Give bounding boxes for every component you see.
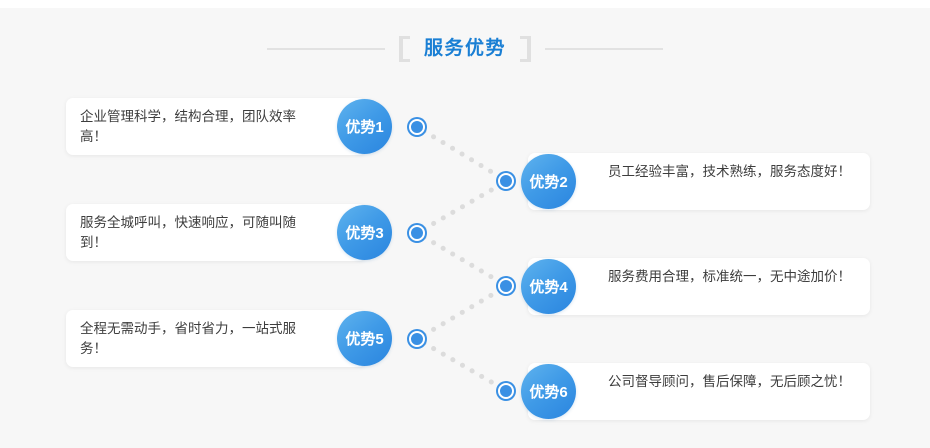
top-white-strip (0, 0, 930, 8)
advantage-badge-2[interactable]: 优势2 (521, 154, 576, 209)
bracket-left-icon (398, 36, 410, 62)
connector-3-4 (421, 234, 503, 285)
advantage-text-4: 服务费用合理，标准统一，无中途加价！ (608, 269, 851, 284)
node-marker-5[interactable] (409, 331, 425, 347)
section-title: 服务优势 (0, 34, 930, 64)
title-rule-left (266, 48, 385, 50)
node-marker-2[interactable] (498, 173, 514, 189)
title-rule-right (545, 48, 663, 50)
advantage-badge-6[interactable]: 优势6 (521, 364, 576, 419)
page-title: 服务优势 (423, 38, 506, 59)
advantage-card-6[interactable]: 公司督导顾问，售后保障，无后顾之忧！ (528, 363, 870, 420)
advantage-badge-5[interactable]: 优势5 (337, 311, 392, 366)
connector-1-2 (421, 128, 503, 180)
connector-5-6 (421, 340, 503, 390)
advantage-card-3[interactable]: 服务全城呼叫，快速响应，可随叫随到！ (66, 204, 366, 261)
advantage-text-3: 服务全城呼叫，快速响应，可随叫随到！ (80, 215, 296, 250)
advantage-text-2: 员工经验丰富，技术熟练，服务态度好！ (608, 164, 851, 179)
node-marker-3[interactable] (409, 225, 425, 241)
advantage-badge-1[interactable]: 优势1 (337, 99, 392, 154)
node-marker-6[interactable] (498, 383, 514, 399)
advantage-text-5: 全程无需动手，省时省力，一站式服务！ (80, 321, 296, 356)
advantage-text-6: 公司督导顾问，售后保障，无后顾之忧！ (608, 374, 851, 389)
advantage-card-2[interactable]: 员工经验丰富，技术熟练，服务态度好！ (528, 153, 870, 210)
node-marker-4[interactable] (498, 278, 514, 294)
advantage-text-1: 企业管理科学，结构合理，团队效率高！ (80, 109, 296, 144)
bracket-right-icon (520, 36, 531, 62)
connector-3-2 (421, 182, 503, 232)
connector-5-4 (421, 287, 503, 338)
advantage-badge-4[interactable]: 优势4 (521, 259, 576, 314)
advantage-card-1[interactable]: 企业管理科学，结构合理，团队效率高！ (66, 98, 366, 155)
advantage-badge-3[interactable]: 优势3 (337, 205, 392, 260)
advantage-card-5[interactable]: 全程无需动手，省时省力，一站式服务！ (66, 310, 366, 367)
advantage-card-4[interactable]: 服务费用合理，标准统一，无中途加价！ (528, 258, 870, 315)
node-marker-1[interactable] (409, 119, 425, 135)
